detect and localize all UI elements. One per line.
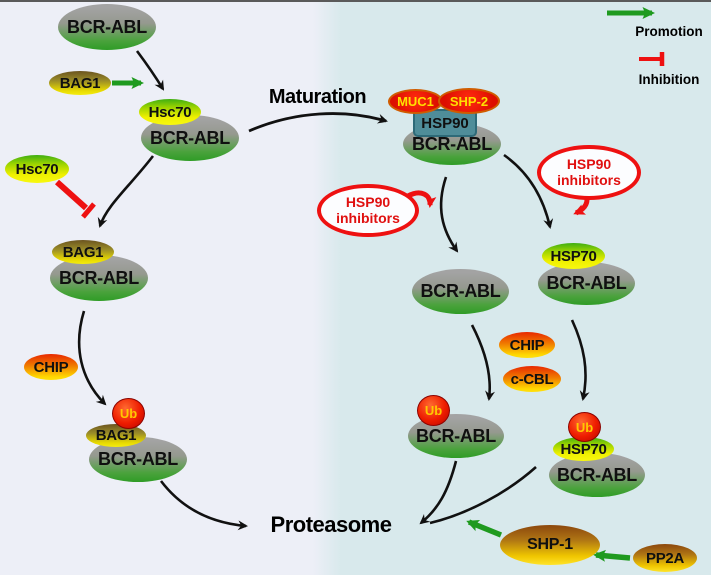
arrow-hsp70-complex-to-ubiquitinated <box>570 319 590 401</box>
arrow-bag1-complex-to-ubiquitinated <box>77 310 107 406</box>
node-hsp90: HSP90 <box>413 109 477 137</box>
node-pp2a: PP2A <box>633 544 697 572</box>
node-hsp70-chaperone: HSP70 <box>542 243 605 269</box>
arrow-hsp90-inhibitors-left <box>406 190 437 208</box>
arrow-pp2a-to-shp1 <box>593 549 631 562</box>
arrow-left-to-proteasome <box>159 480 248 531</box>
node-hsp90-inhibitors-left: HSP90 inhibitors <box>317 184 419 237</box>
maturation-label: Maturation <box>268 86 367 108</box>
arrow-mid-to-proteasome <box>419 460 458 525</box>
node-bcr-abl-released: BCR-ABL <box>412 269 509 314</box>
arrow-hsc70-complex-to-bag1-complex <box>97 155 155 228</box>
node-bag1-ubiquitinated: BAG1 <box>86 424 146 447</box>
arrow-maturation <box>248 112 388 133</box>
node-bcr-abl-free: BCR-ABL <box>58 4 156 50</box>
node-bag1-bound: BAG1 <box>52 240 114 264</box>
proteasome-label: Proteasome <box>270 512 392 537</box>
node-c-cbl: c-CBL <box>503 366 561 392</box>
legend-inhibition-label: Inhibition <box>638 72 700 87</box>
node-hsc70-chaperone: Hsc70 <box>139 99 201 125</box>
node-chip-right: CHIP <box>499 332 555 358</box>
node-ubiquitin-right: Ub <box>568 412 601 442</box>
legend-promotion-label: Promotion <box>635 24 703 39</box>
node-bcr-abl-hsp70-complex: BCR-ABL <box>538 262 635 305</box>
node-ubiquitin-left: Ub <box>112 398 145 429</box>
node-shp2: SHP-2 <box>438 88 500 114</box>
hsp90-inhibitors-left-line2: inhibitors <box>336 209 400 226</box>
hsp90-inhibitors-right-line1: HSP90 <box>566 156 612 173</box>
node-bag1-free: BAG1 <box>49 71 111 95</box>
inhibition-hsc70-line <box>54 179 89 211</box>
node-bcr-abl-ub-right: BCR-ABL <box>549 453 645 497</box>
node-muc1: MUC1 <box>388 89 443 114</box>
arrow-right-to-proteasome <box>429 466 537 525</box>
arrow-mature-to-hsp70-complex <box>503 153 554 229</box>
node-ubiquitin-mid: Ub <box>417 395 450 426</box>
arrow-shp1-promotion <box>466 519 503 538</box>
node-hsp90-inhibitors-right: HSP90 inhibitors <box>537 145 641 200</box>
node-chip-left: CHIP <box>24 354 78 380</box>
inhibition-hsc70-cap <box>81 202 96 219</box>
node-shp1: SHP-1 <box>500 525 600 565</box>
node-hsc70-free: Hsc70 <box>5 155 69 183</box>
hsp90-inhibitors-left-line1: HSP90 <box>345 194 391 211</box>
arrow-mature-to-released <box>439 176 459 253</box>
arrow-bcrabl-to-hsc70-complex <box>135 50 165 91</box>
hsp90-inhibitors-right-line2: inhibitors <box>557 171 621 188</box>
node-bcr-abl-mature: BCR-ABL <box>403 123 501 165</box>
arrow-released-to-ubiquitinated <box>470 324 495 401</box>
node-bcr-abl-bag1-complex: BCR-ABL <box>50 255 148 301</box>
